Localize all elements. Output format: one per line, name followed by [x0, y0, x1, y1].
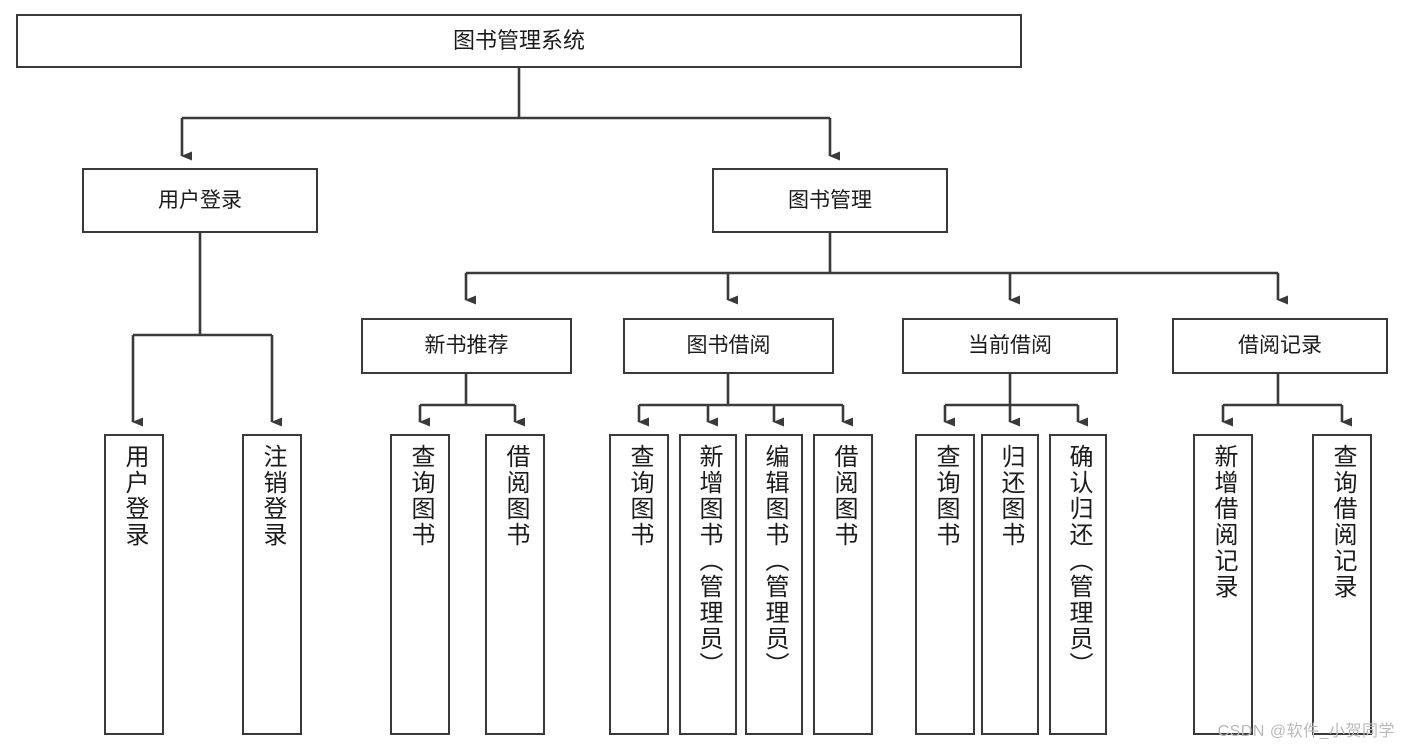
- leaf-logout[interactable]: 注销登录: [242, 434, 302, 735]
- leaf-query-borrow-record[interactable]: 查询借阅记录: [1312, 434, 1372, 735]
- node-book-management[interactable]: 图书管理: [712, 168, 948, 233]
- leaf-add-book-admin[interactable]: 新增图书（管理员）: [679, 434, 737, 735]
- leaf-return-book[interactable]: 归还图书: [981, 434, 1039, 735]
- node-book-borrow[interactable]: 图书借阅: [623, 318, 834, 374]
- leaf-edit-book-admin[interactable]: 编辑图书（管理员）: [745, 434, 803, 735]
- node-root-system[interactable]: 图书管理系统: [16, 14, 1022, 68]
- node-label: 确认归还（管理员）: [1065, 444, 1092, 678]
- node-borrow-records[interactable]: 借阅记录: [1172, 318, 1388, 374]
- node-label: 新增借阅记录: [1210, 444, 1237, 600]
- leaf-borrow-book[interactable]: 借阅图书: [813, 434, 873, 735]
- node-label: 注销登录: [259, 444, 286, 548]
- node-label: 查询图书: [626, 444, 653, 548]
- node-user-login[interactable]: 用户登录: [82, 168, 318, 233]
- node-label: 新增图书（管理员）: [695, 444, 722, 678]
- node-label: 归还图书: [997, 444, 1024, 548]
- node-label: 查询图书: [407, 444, 434, 548]
- leaf-borrow-book-recommend[interactable]: 借阅图书: [485, 434, 545, 735]
- node-label: 图书管理系统: [452, 27, 585, 53]
- watermark: CSDN @软件_小贺同学: [1217, 723, 1395, 740]
- node-label: 用户登录: [158, 188, 242, 212]
- leaf-confirm-return-admin[interactable]: 确认归还（管理员）: [1049, 434, 1107, 735]
- node-label: 借阅图书: [502, 444, 529, 548]
- node-label: 图书借阅: [686, 334, 771, 358]
- leaf-query-book-current[interactable]: 查询图书: [915, 434, 975, 735]
- node-label: 当前借阅: [968, 334, 1052, 358]
- node-label: 查询图书: [932, 444, 959, 548]
- leaf-query-book-recommend[interactable]: 查询图书: [390, 434, 450, 735]
- node-label: 借阅记录: [1238, 334, 1322, 358]
- leaf-query-book-borrow[interactable]: 查询图书: [609, 434, 669, 735]
- node-label: 查询借阅记录: [1329, 444, 1356, 600]
- node-label: 新书推荐: [424, 334, 509, 358]
- node-label: 编辑图书（管理员）: [761, 444, 788, 678]
- leaf-add-borrow-record[interactable]: 新增借阅记录: [1193, 434, 1253, 735]
- leaf-user-login[interactable]: 用户登录: [104, 434, 164, 735]
- node-label: 用户登录: [121, 444, 148, 548]
- node-new-book-recommend[interactable]: 新书推荐: [361, 318, 572, 374]
- node-label: 借阅图书: [830, 444, 857, 548]
- node-current-borrow[interactable]: 当前借阅: [902, 318, 1118, 374]
- node-label: 图书管理: [788, 188, 872, 212]
